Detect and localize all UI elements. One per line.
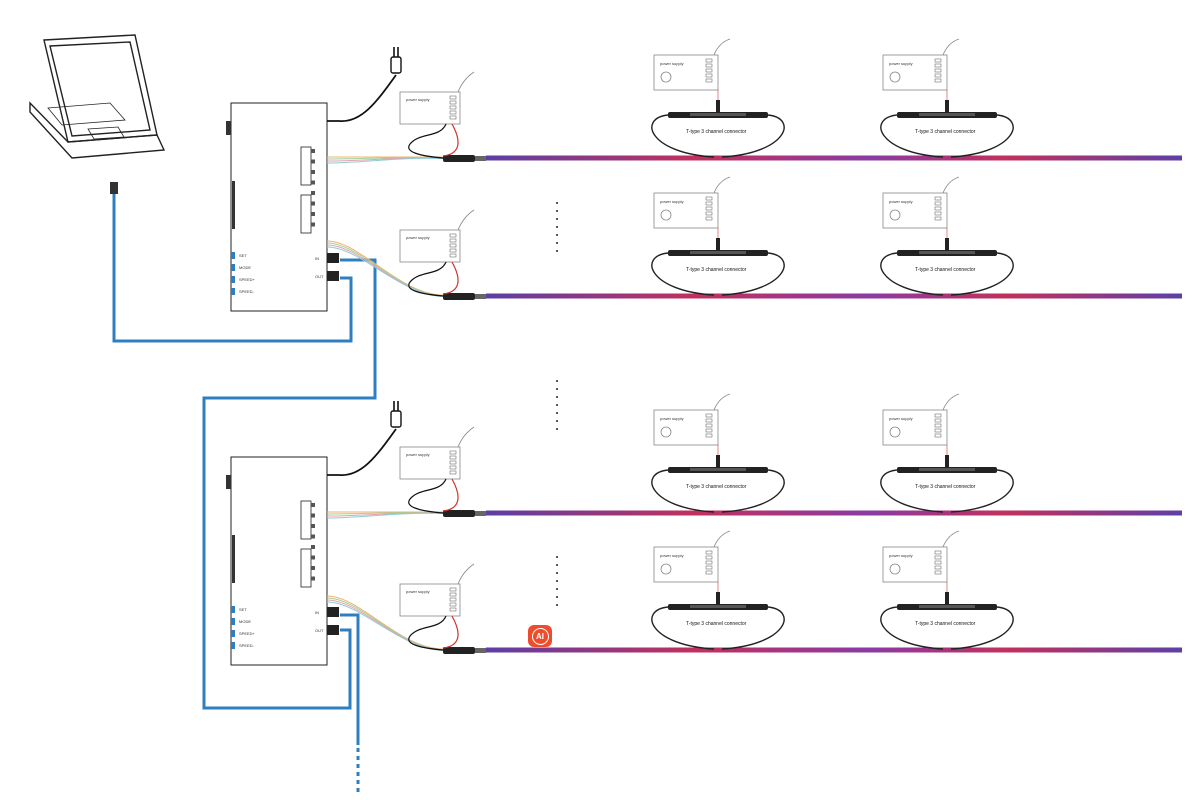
led-strip bbox=[486, 293, 1182, 299]
led-strip bbox=[486, 510, 1182, 516]
strip-connector bbox=[443, 293, 475, 300]
power-supply-label: power supply bbox=[660, 61, 684, 66]
ellipsis-dot bbox=[556, 250, 558, 252]
t-connector-label: T-type 3 channel connector bbox=[915, 129, 976, 135]
t-connector-label: T-type 3 channel connector bbox=[686, 621, 747, 627]
ellipsis-dot bbox=[556, 596, 558, 598]
ellipsis-dot bbox=[556, 388, 558, 390]
plug-icon bbox=[390, 47, 402, 74]
data-cable-laptop bbox=[112, 194, 353, 343]
controller-port-label: MODE bbox=[239, 265, 251, 270]
usb-connector bbox=[110, 182, 118, 194]
controller-side-label: IN bbox=[315, 610, 319, 615]
controller-port-label: SPEED- bbox=[239, 643, 255, 648]
ellipsis-dot bbox=[556, 428, 558, 430]
ellipsis-dot bbox=[556, 564, 558, 566]
power-supply-icon: power supply bbox=[399, 71, 475, 125]
ellipsis-dot bbox=[556, 580, 558, 582]
controller-port-label: SET bbox=[239, 253, 247, 258]
led-controller-icon: SET MODE SPEED+ SPEED- IN OUT bbox=[226, 401, 402, 666]
power-supply-label: power supply bbox=[660, 553, 684, 558]
power-supply-icon: power supply bbox=[399, 209, 475, 263]
strip-connector bbox=[443, 155, 475, 162]
led-controller-icon: SET MODE SPEED+ SPEED- IN OUT bbox=[226, 47, 402, 312]
ellipsis-dot bbox=[556, 380, 558, 382]
t-connector-label: T-type 3 channel connector bbox=[915, 484, 976, 490]
power-supply-icon: power supply bbox=[399, 563, 475, 617]
ellipsis-dot bbox=[556, 588, 558, 590]
t-connector-label: T-type 3 channel connector bbox=[686, 129, 747, 135]
led-strip bbox=[486, 155, 1182, 161]
ellipsis-dot bbox=[556, 412, 558, 414]
power-supply-icon: power supply bbox=[399, 426, 475, 480]
power-supply-label: power supply bbox=[889, 553, 913, 558]
laptop-icon bbox=[29, 34, 166, 159]
strip-connector bbox=[443, 510, 475, 517]
power-supply-label: power supply bbox=[889, 199, 913, 204]
ellipsis-dot bbox=[556, 572, 558, 574]
controller-side-label: OUT bbox=[315, 628, 324, 633]
led-strip bbox=[486, 647, 1182, 653]
ellipsis-dot bbox=[556, 202, 558, 204]
ellipsis-dot bbox=[556, 556, 558, 558]
ellipsis-dot bbox=[556, 226, 558, 228]
power-supply-label: power supply bbox=[406, 97, 430, 102]
controller-port-label: SPEED+ bbox=[239, 631, 256, 636]
power-supply-label: power supply bbox=[660, 416, 684, 421]
t-connector-label: T-type 3 channel connector bbox=[915, 621, 976, 627]
power-supply-label: power supply bbox=[889, 61, 913, 66]
t-connector-label: T-type 3 channel connector bbox=[915, 267, 976, 273]
controller-port-label: MODE bbox=[239, 619, 251, 624]
ellipsis-dot bbox=[556, 242, 558, 244]
ellipsis-dot bbox=[556, 420, 558, 422]
controller-port-label: SPEED- bbox=[239, 289, 255, 294]
ellipsis-dot bbox=[556, 218, 558, 220]
power-supply-label: power supply bbox=[406, 452, 430, 457]
power-supply-label: power supply bbox=[660, 199, 684, 204]
ellipsis-dot bbox=[556, 404, 558, 406]
data-cable-continue bbox=[340, 613, 360, 745]
power-supply-label: power supply bbox=[889, 416, 913, 421]
ai-badge-icon[interactable]: AI bbox=[528, 625, 552, 647]
controller-side-label: OUT bbox=[315, 274, 324, 279]
t-connector-label: T-type 3 channel connector bbox=[686, 267, 747, 273]
ellipsis-dot bbox=[556, 210, 558, 212]
controller-side-label: IN bbox=[315, 256, 319, 261]
ellipsis-dot bbox=[556, 234, 558, 236]
t-connector-label: T-type 3 channel connector bbox=[686, 484, 747, 490]
plug-icon bbox=[390, 401, 402, 428]
strip-connector bbox=[443, 647, 475, 654]
power-supply-label: power supply bbox=[406, 235, 430, 240]
controller-port-label: SPEED+ bbox=[239, 277, 256, 282]
data-cable-controller-link bbox=[202, 258, 377, 710]
controller-port-label: SET bbox=[239, 607, 247, 612]
power-supply-label: power supply bbox=[406, 589, 430, 594]
ellipsis-dot bbox=[556, 396, 558, 398]
ellipsis-dot bbox=[556, 604, 558, 606]
